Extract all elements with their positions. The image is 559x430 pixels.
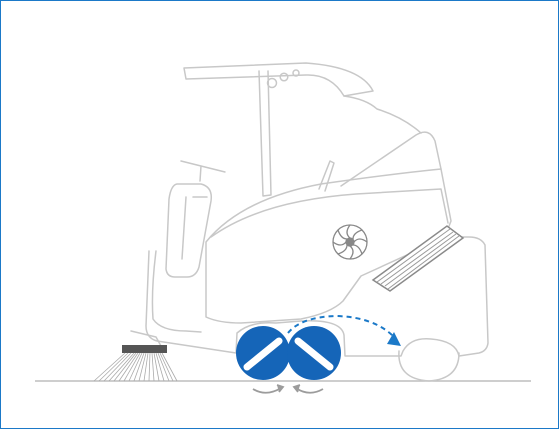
side-brush-head bbox=[122, 345, 167, 353]
canopy-front-pillar bbox=[344, 96, 421, 133]
canopy-pillar bbox=[259, 71, 271, 196]
knob-2 bbox=[280, 73, 288, 81]
seat-back bbox=[166, 184, 211, 277]
main-hood bbox=[206, 169, 451, 323]
main-brush-right bbox=[287, 326, 341, 380]
side-panel bbox=[211, 189, 448, 237]
support-strut bbox=[319, 161, 334, 191]
rotation-arrow-icon bbox=[253, 385, 323, 393]
main-brush-left bbox=[236, 326, 290, 380]
steering-wheel bbox=[181, 161, 225, 181]
rear-wheel bbox=[399, 351, 459, 381]
filter-strip bbox=[373, 226, 463, 291]
fan-icon bbox=[333, 225, 367, 259]
canopy-roof bbox=[184, 63, 373, 96]
seat-back-inner bbox=[182, 197, 207, 259]
front-section bbox=[152, 251, 201, 332]
side-brush-bristles bbox=[94, 353, 177, 381]
side-brush-arm bbox=[131, 331, 161, 346]
rear-hump bbox=[341, 132, 441, 186]
